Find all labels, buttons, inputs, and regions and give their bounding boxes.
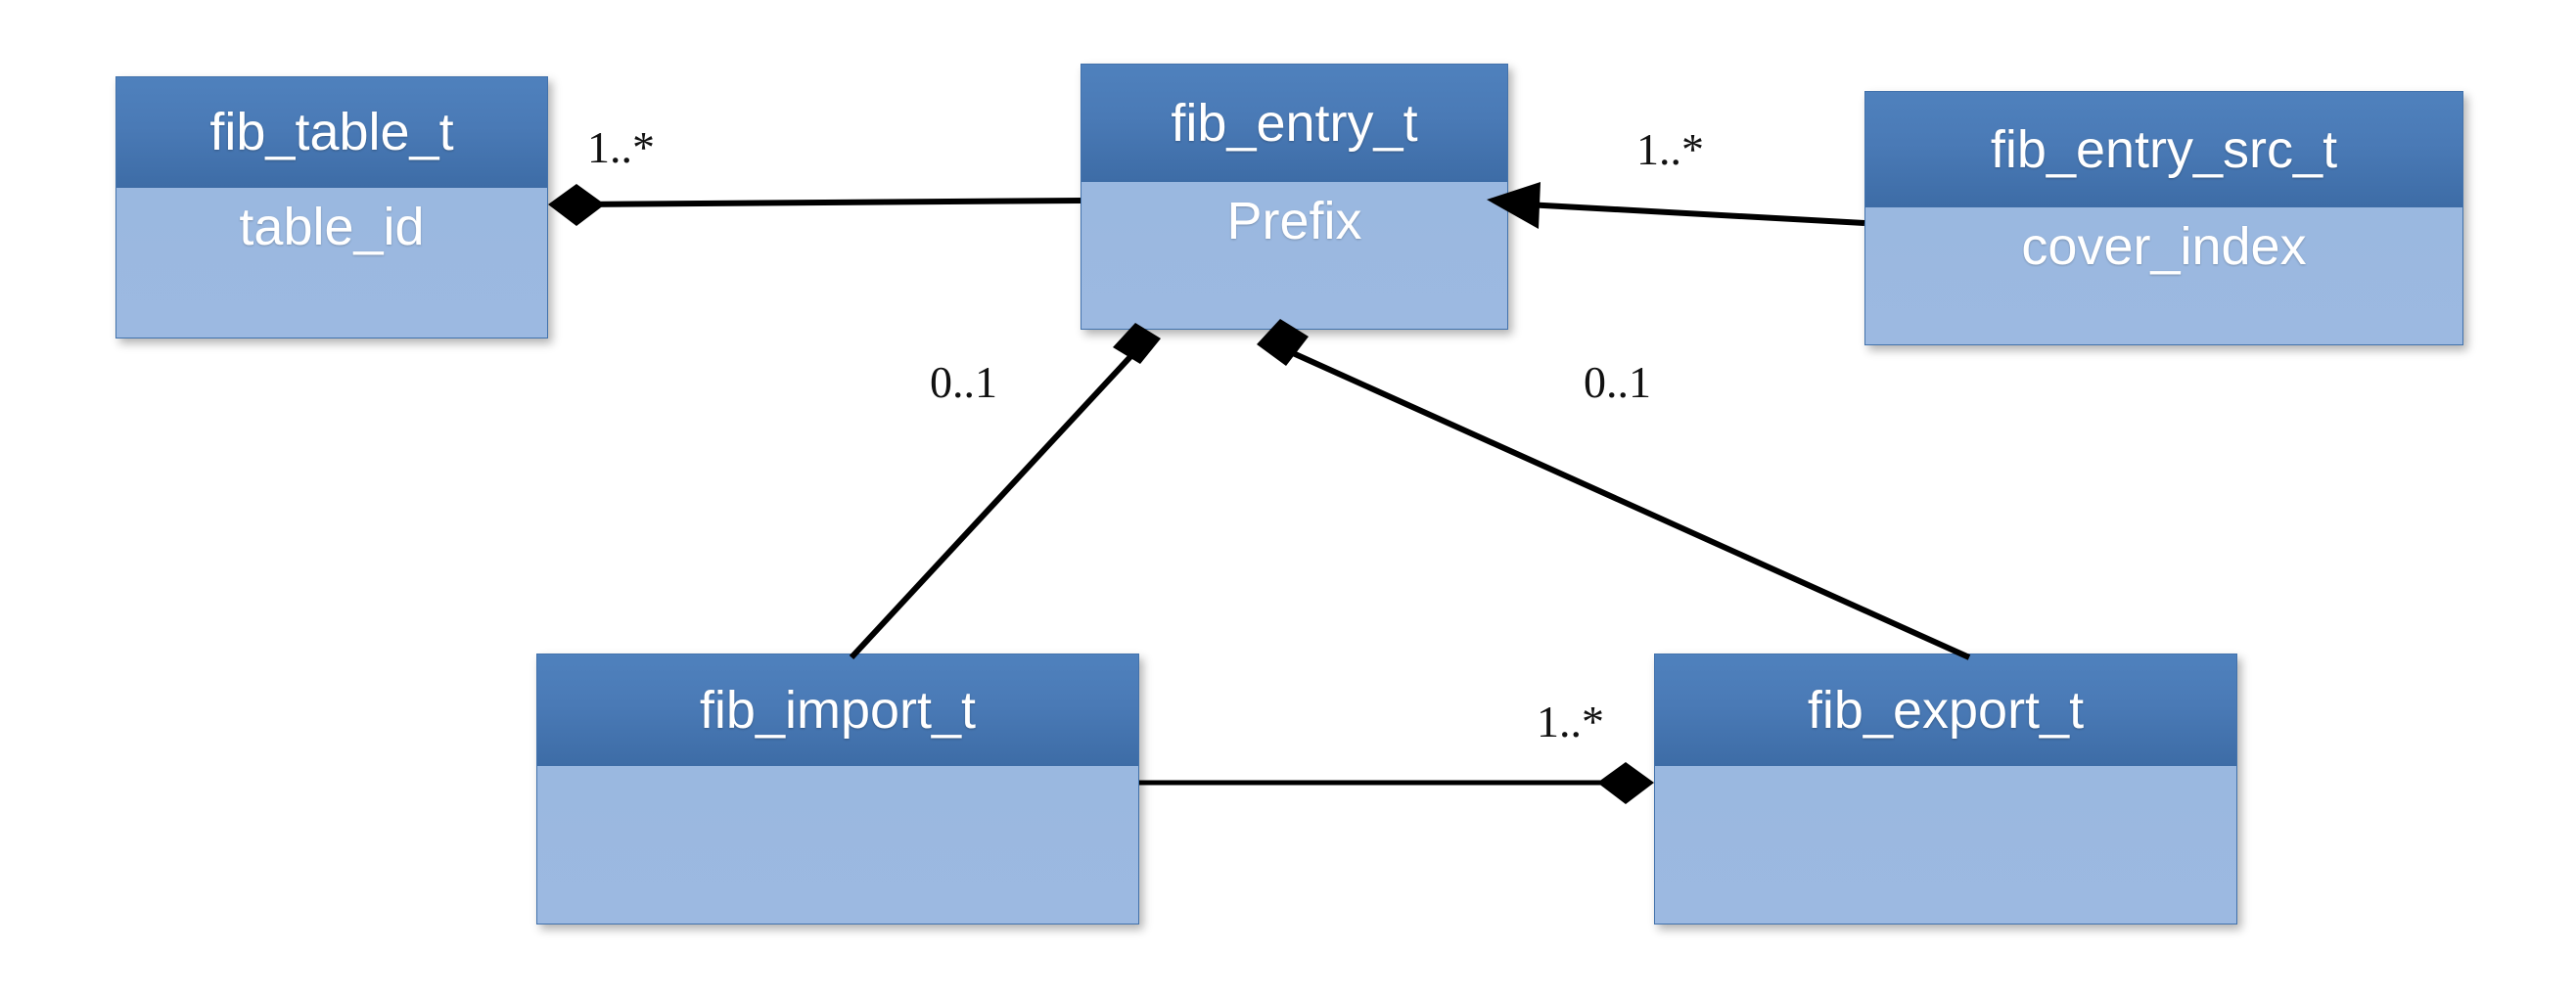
uml-class-title-fib-table-t: fib_table_t — [116, 77, 547, 188]
multiplicity-label-entry-src: 1..* — [1636, 124, 1704, 174]
uml-class-title-fib-entry-t: fib_entry_t — [1081, 65, 1507, 182]
uml-class-fib-export-t[interactable]: fib_export_t — [1654, 654, 2237, 924]
uml-class-fib-import-t[interactable]: fib_import_t — [536, 654, 1139, 924]
uml-class-title-fib-export-t: fib_export_t — [1655, 654, 2236, 766]
association-table-to-entry — [548, 184, 1081, 226]
uml-class-attribute-fib-import-t — [537, 766, 1138, 924]
uml-class-fib-entry-src-t[interactable]: fib_entry_src_t cover_index — [1864, 91, 2463, 345]
filled-diamond-marker-table — [548, 184, 605, 226]
multiplicity-label-import-export: 1..* — [1537, 697, 1604, 746]
association-entry-to-src — [1487, 182, 1865, 229]
multiplicity-label-entry-import: 0..1 — [930, 357, 997, 407]
uml-class-title-fib-import-t: fib_import_t — [537, 654, 1138, 766]
uml-class-attribute-fib-export-t — [1655, 766, 2236, 924]
uml-class-attribute-fib-entry-src-t: cover_index — [1865, 207, 2462, 344]
association-entry-to-import — [849, 323, 1161, 660]
multiplicity-label-entry-export: 0..1 — [1584, 357, 1651, 407]
association-import-to-export — [1139, 762, 1654, 804]
uml-class-fib-table-t[interactable]: fib_table_t table_id — [115, 76, 548, 338]
multiplicity-label-table-entry: 1..* — [587, 122, 655, 172]
uml-class-attribute-fib-entry-t: Prefix — [1081, 182, 1507, 329]
uml-class-attribute-fib-table-t: table_id — [116, 188, 547, 338]
uml-class-title-fib-entry-src-t: fib_entry_src_t — [1865, 92, 2462, 207]
uml-class-fib-entry-t[interactable]: fib_entry_t Prefix — [1081, 64, 1508, 330]
filled-diamond-marker-export-left — [1597, 762, 1654, 804]
